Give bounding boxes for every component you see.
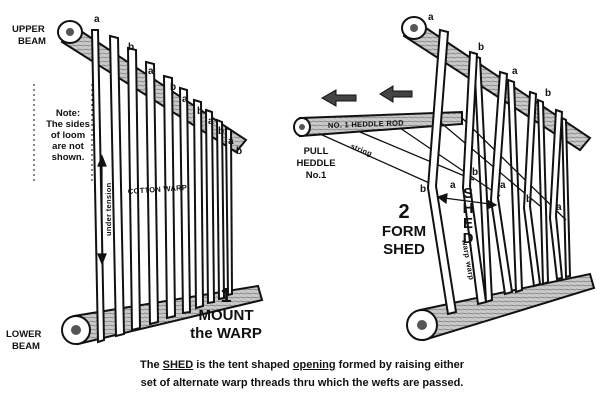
upper-beam-label: UPPER bbox=[12, 24, 45, 35]
warp-letter: b bbox=[128, 42, 134, 53]
caption-shed-word: SHED bbox=[163, 359, 194, 371]
warp-letter: a bbox=[228, 136, 234, 147]
warp-letter: a bbox=[148, 66, 154, 77]
pull-heddle-label: HEDDLE bbox=[296, 158, 335, 169]
mount-step-title: the WARP bbox=[190, 325, 262, 342]
pull-arrows bbox=[322, 86, 412, 106]
warp-letter: b bbox=[478, 42, 484, 53]
caption: The SHED is the tent shaped opening form… bbox=[0, 356, 604, 392]
note: Note: The sides of loom are not shown. bbox=[34, 84, 92, 182]
warp-letter: b bbox=[170, 82, 176, 93]
upper-beam-label: BEAM bbox=[18, 36, 46, 47]
mount-panel: a b a b a b a b a b UPPER BEAM LOWER BEA… bbox=[6, 14, 262, 352]
warp-letter: b bbox=[236, 146, 242, 157]
lower-beam-label: LOWER bbox=[6, 329, 41, 340]
string-label: string bbox=[349, 142, 373, 159]
warp-letter: b bbox=[420, 184, 426, 195]
shed-step-number: 2 bbox=[398, 201, 409, 223]
caption-opening-word: opening bbox=[293, 359, 336, 371]
caption-line-1: The SHED is the tent shaped opening form… bbox=[0, 356, 604, 374]
warp-letter: b bbox=[545, 88, 551, 99]
pull-heddle-label: PULL bbox=[304, 146, 329, 157]
note-line: Note: bbox=[56, 108, 80, 119]
warp-letter: a bbox=[182, 94, 188, 105]
note-line: are not bbox=[52, 141, 85, 152]
warp-letter: a bbox=[94, 14, 100, 25]
lower-beam bbox=[407, 274, 594, 340]
warp-letter: a bbox=[208, 116, 214, 127]
under-tension-label: under tension bbox=[104, 182, 113, 236]
caption-text: is the tent shaped bbox=[193, 359, 293, 371]
note-line: shown. bbox=[52, 152, 85, 163]
shed-step-title: SHED bbox=[383, 241, 425, 258]
warp-letter: b bbox=[197, 106, 203, 117]
pull-heddle-label: No.1 bbox=[306, 170, 327, 181]
shed-vertical-letter: D bbox=[463, 230, 474, 247]
shed-panel: NO. 1 HEDDLE ROD string bbox=[294, 12, 594, 340]
caption-text: The bbox=[140, 359, 163, 371]
warp-letter: a bbox=[428, 12, 434, 23]
lower-beam-label: BEAM bbox=[12, 341, 40, 352]
mount-step-number: 1 bbox=[220, 285, 231, 307]
warp-letter: b bbox=[218, 126, 224, 137]
note-line: The sides bbox=[46, 119, 90, 130]
warp-letter: a bbox=[450, 180, 456, 191]
warp-letter: a bbox=[556, 202, 562, 213]
warp-letter: a bbox=[512, 66, 518, 77]
note-line: of loom bbox=[51, 130, 85, 141]
warp-letter: b bbox=[472, 167, 478, 178]
warp-letter: b bbox=[526, 194, 532, 205]
shed-step-title: FORM bbox=[382, 223, 426, 240]
warp-letter: a bbox=[500, 180, 506, 191]
caption-text: formed by raising either bbox=[336, 359, 464, 371]
mount-step-title: MOUNT bbox=[199, 307, 254, 324]
caption-line-2: set of alternate warp threads thru which… bbox=[0, 374, 604, 392]
